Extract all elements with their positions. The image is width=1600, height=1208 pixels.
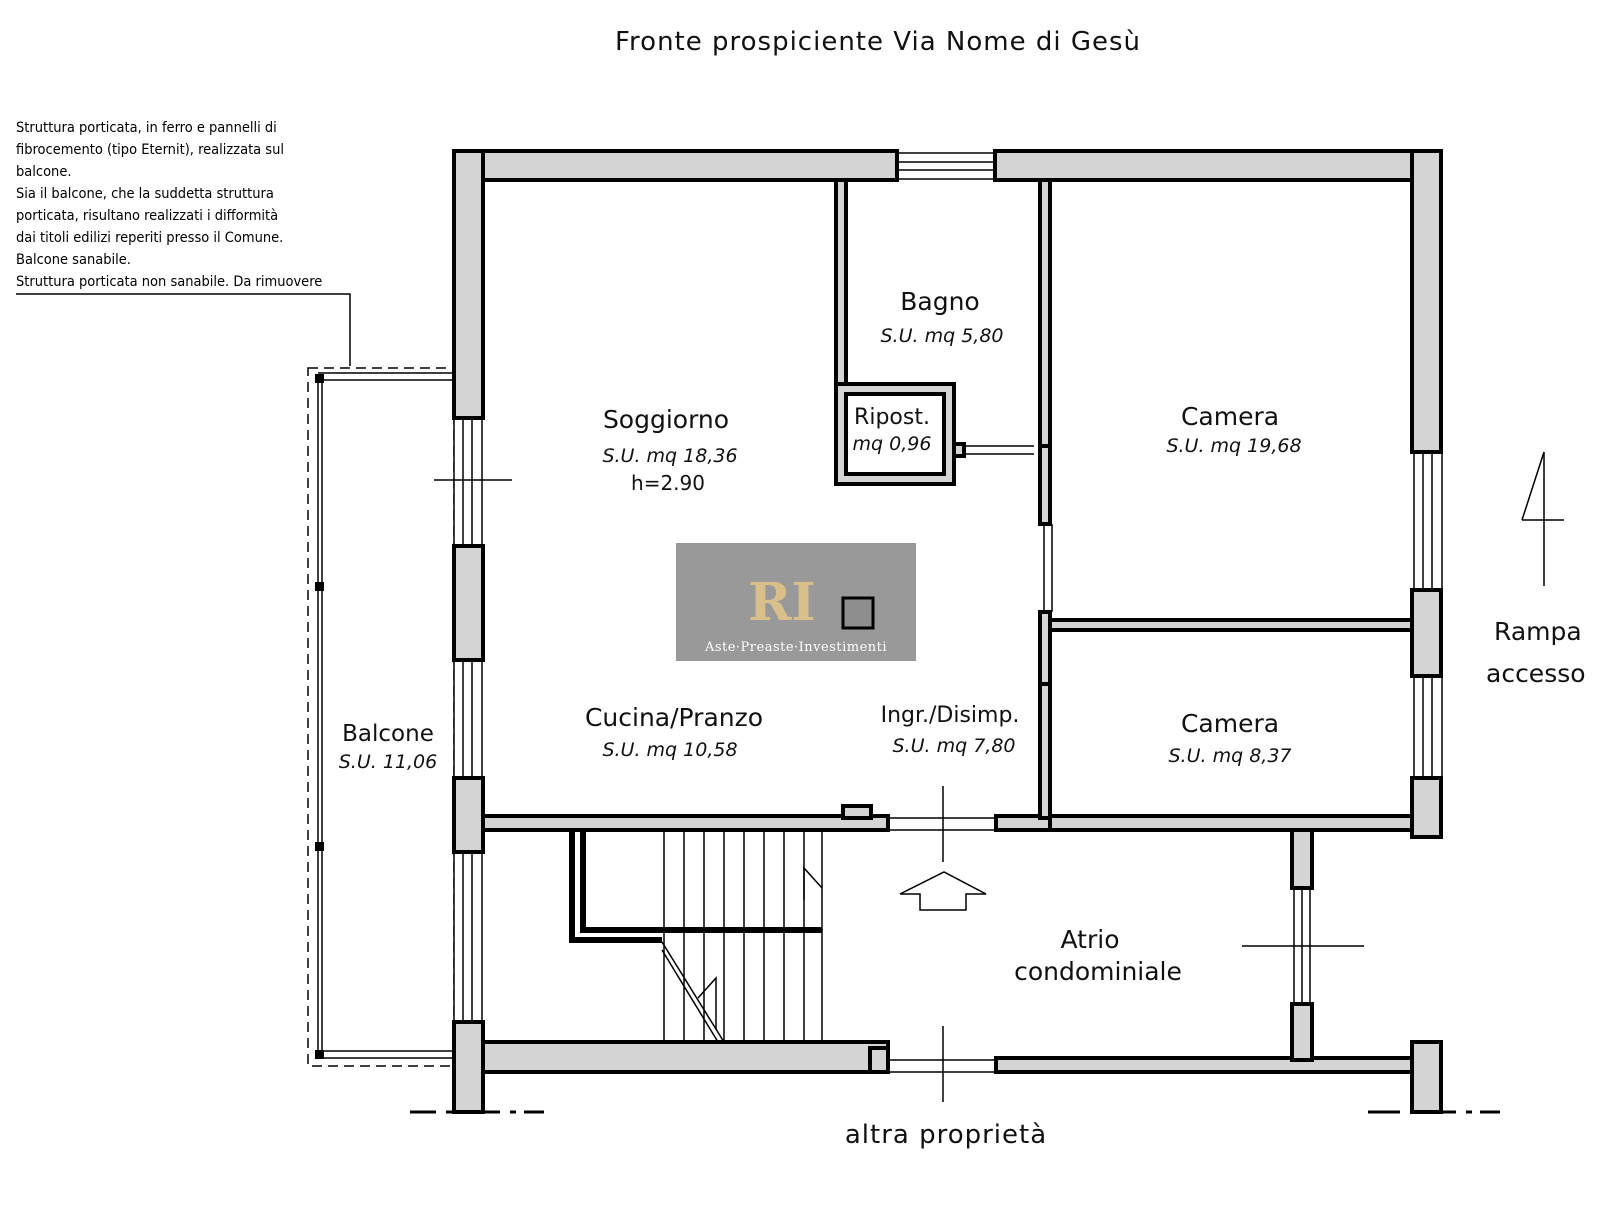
room-labels: Bagno S.U. mq 5,80 Ripost. mq 0,96 Soggi… [339, 287, 1586, 1150]
room-area-balcone: S.U. 11,06 [339, 751, 437, 773]
porch-post [315, 374, 324, 383]
front-label: Fronte prospiciente Via Nome di Gesù [615, 27, 1141, 57]
porch-post [315, 582, 324, 591]
bottom-label: altra proprietà [845, 1120, 1047, 1150]
walls [452, 149, 1443, 1114]
section-marks [434, 479, 1364, 1102]
note-line: Sia il balcone, che la suddetta struttur… [16, 186, 274, 202]
room-name-balcone: Balcone [342, 721, 434, 747]
north-arrow-icon [1521, 451, 1564, 586]
room-area-camera-2: S.U. mq 8,37 [1169, 745, 1292, 767]
room-area-camera-1: S.U. mq 19,68 [1166, 435, 1301, 457]
note-line: Struttura porticata non sanabile. Da rim… [16, 274, 322, 290]
room-name-cucina: Cucina/Pranzo [585, 703, 763, 732]
ramp-label-line-1: Rampa [1494, 617, 1582, 646]
room-area-ripost: mq 0,96 [853, 433, 932, 455]
room-area-ingresso: S.U. mq 7,80 [893, 735, 1016, 757]
ceiling-height: h=2.90 [631, 471, 705, 495]
note-line: fibrocemento (tipo Eternit), realizzata … [16, 142, 284, 158]
porch-post [315, 842, 324, 851]
note-block: Struttura porticata, in ferro e pannelli… [16, 120, 351, 366]
room-name-camera-1: Camera [1181, 402, 1279, 431]
room-name-atrio-2: condominiale [1014, 957, 1182, 986]
note-line: Struttura porticata, in ferro e pannelli… [16, 120, 277, 136]
note-line: porticata, risultano realizzati i diffor… [16, 208, 278, 224]
room-name-ripost: Ripost. [854, 405, 930, 430]
note-line: dai titoli edilizi reperiti presso il Co… [16, 230, 283, 246]
room-name-ingresso: Ingr./Disimp. [881, 703, 1020, 728]
note-leader-line [16, 293, 351, 366]
room-area-bagno: S.U. mq 5,80 [881, 325, 1004, 347]
ramp-label-line-2: accesso [1486, 659, 1586, 688]
watermark-logo: RI [748, 572, 816, 633]
note-line: balcone. [16, 164, 72, 180]
watermark-square-icon [841, 596, 875, 630]
room-name-bagno: Bagno [900, 287, 979, 316]
room-area-soggiorno: S.U. mq 18,36 [602, 445, 737, 467]
porch-post [315, 1050, 324, 1059]
note-line: Balcone sanabile. [16, 252, 131, 268]
porch-outline [307, 367, 455, 1067]
room-name-camera-2: Camera [1181, 709, 1279, 738]
watermark-text: Aste·Preaste·Investimenti [704, 640, 887, 655]
room-name-soggiorno: Soggiorno [603, 405, 729, 434]
entrance-arrow-icon [899, 871, 987, 911]
staircase [661, 830, 823, 1043]
watermark-background [676, 543, 916, 661]
room-area-cucina: S.U. mq 10,58 [602, 739, 737, 761]
watermark: RI Aste·Preaste·Investimenti [676, 543, 916, 661]
room-name-atrio: Atrio [1061, 925, 1120, 954]
balcony [307, 367, 455, 1067]
